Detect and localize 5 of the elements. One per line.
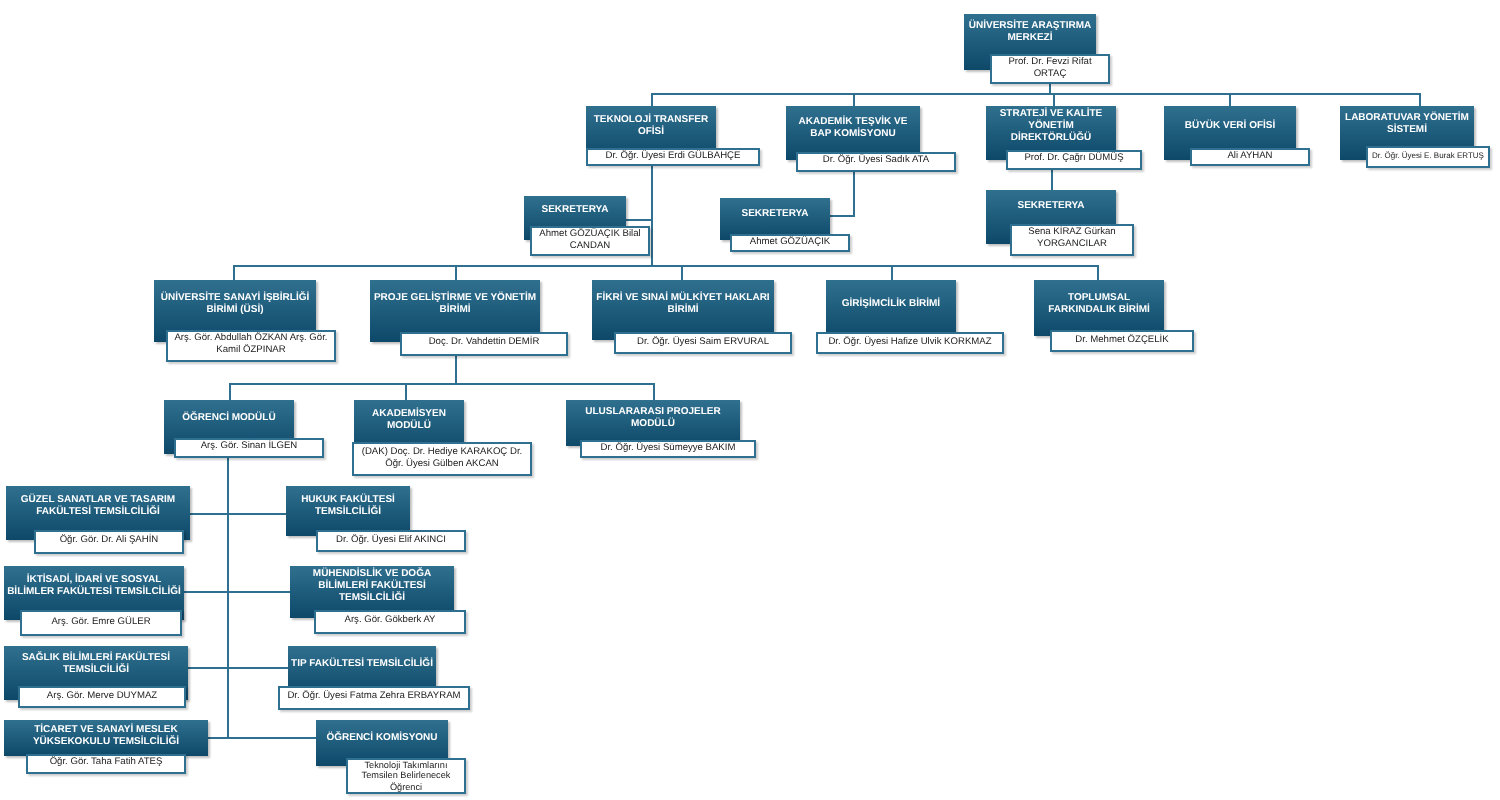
connector-line bbox=[227, 457, 317, 739]
connector-line bbox=[1051, 169, 1053, 191]
connector-line bbox=[1049, 83, 1421, 107]
connector-line bbox=[455, 355, 655, 401]
connector-line bbox=[829, 171, 855, 217]
